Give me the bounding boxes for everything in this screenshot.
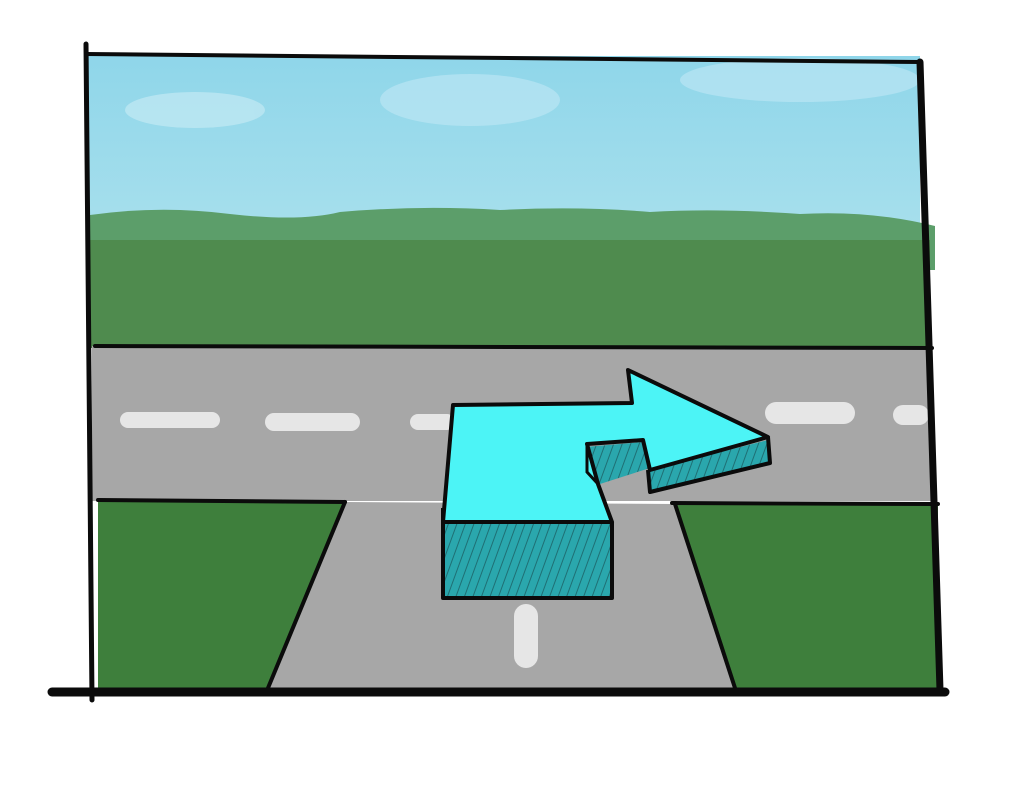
grass-left xyxy=(98,502,345,688)
clouds xyxy=(125,58,920,128)
field xyxy=(90,240,930,348)
panel-frame xyxy=(47,41,950,703)
grass-right xyxy=(675,504,938,688)
turn-right-arrow-icon xyxy=(441,368,772,600)
road-markings xyxy=(120,402,929,668)
road-edges xyxy=(93,344,940,690)
